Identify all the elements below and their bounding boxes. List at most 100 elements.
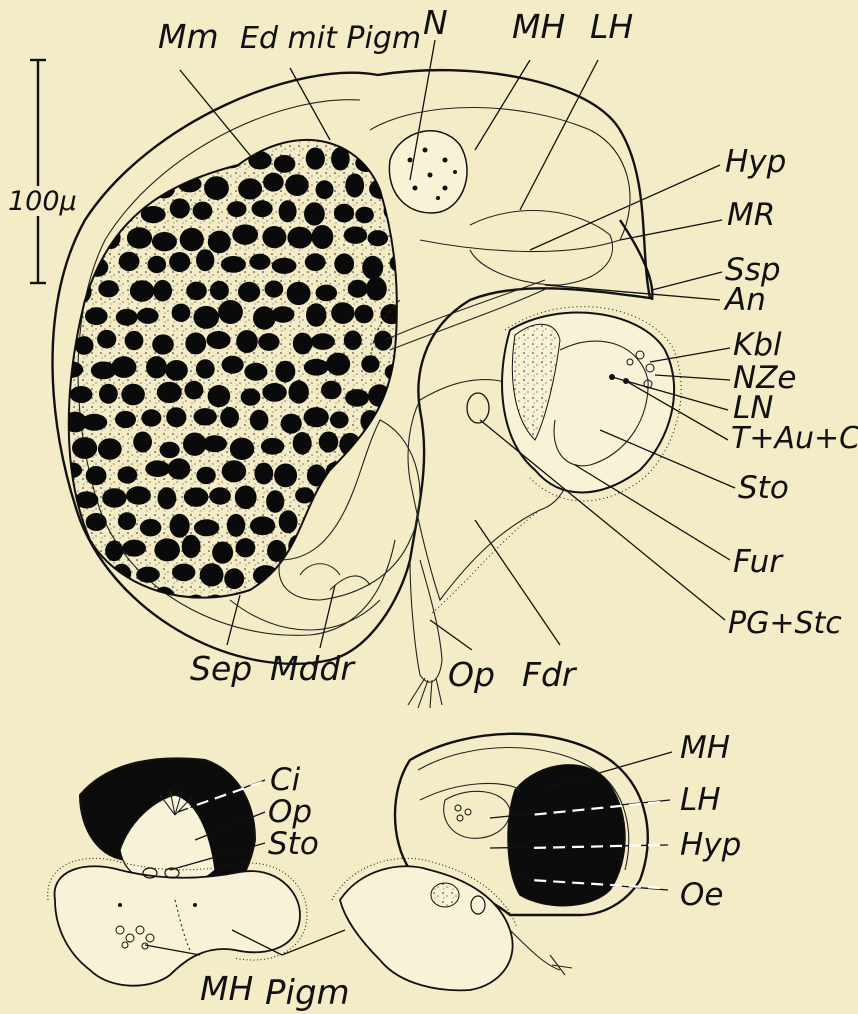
- pigment-globule: [148, 256, 167, 273]
- pigment-globule: [249, 254, 270, 270]
- label-Hyp: Hyp: [725, 144, 786, 180]
- pigment-globule: [326, 461, 349, 480]
- pigment-globule: [70, 386, 93, 403]
- label-LH: LH: [590, 7, 633, 46]
- pigment-globule: [304, 359, 329, 376]
- pigment-globule: [330, 411, 349, 428]
- label-left-Ci: Ci: [270, 762, 301, 798]
- pigment-globule: [182, 535, 201, 558]
- label-PG-Stc: PG+Stc: [728, 606, 842, 641]
- pigment-globule: [238, 282, 260, 302]
- pigment-globule: [258, 333, 279, 351]
- pigment-globule: [326, 353, 350, 376]
- label-left-Sto: Sto: [268, 826, 319, 862]
- pigment-globule: [168, 458, 191, 479]
- pigment-globule: [224, 568, 244, 589]
- pigment-globule: [89, 149, 108, 172]
- pigment-globule: [72, 437, 97, 459]
- pigment-globule: [160, 442, 180, 458]
- pigment-globule: [355, 207, 374, 224]
- pigment-globule: [279, 200, 297, 222]
- pigment-globule: [102, 226, 121, 249]
- pigment-globule: [232, 224, 258, 244]
- pigment-globule: [98, 280, 119, 297]
- pigment-globule: [374, 331, 392, 351]
- pigment-globule: [285, 594, 309, 614]
- pigment-globule: [208, 231, 231, 254]
- pigment-globule: [185, 332, 206, 354]
- pigment-globule: [81, 414, 107, 431]
- pigment-globule: [315, 541, 338, 564]
- left-velum-lobes: [55, 866, 300, 985]
- pigment-globule: [293, 333, 313, 355]
- pigment-globule: [220, 407, 239, 428]
- pigment-globule: [191, 145, 217, 169]
- pigment-globule: [141, 206, 166, 223]
- pigment-globule: [196, 359, 215, 379]
- pigment-globule: [339, 433, 360, 456]
- pigment-globule: [165, 360, 188, 381]
- pigment-globule: [154, 538, 180, 561]
- pigment-globule: [400, 283, 422, 299]
- pigment-globule: [212, 542, 233, 564]
- pigment-globule: [125, 331, 144, 350]
- pigment-globule: [99, 384, 118, 404]
- label-T-Au-CG: T+Au+CG: [731, 421, 858, 456]
- pigment-globule: [236, 330, 258, 353]
- scale-bar: [30, 60, 46, 283]
- label-N: N: [423, 3, 448, 42]
- pigment-globule: [282, 561, 300, 584]
- scale-bar-label: 100µ: [8, 186, 77, 217]
- pigment-globule: [272, 258, 297, 274]
- pigment-globule: [252, 200, 273, 217]
- label-Sto: Sto: [738, 470, 789, 506]
- pigment-globule: [307, 464, 326, 486]
- pigment-globule: [96, 593, 118, 613]
- pigment-globule: [253, 565, 279, 586]
- pigment-globule: [227, 514, 245, 537]
- label-right-LH: LH: [680, 782, 721, 818]
- pigment-globule: [170, 147, 192, 167]
- pigment-globule: [200, 563, 224, 586]
- pigment-globule: [172, 304, 191, 322]
- pigment-globule: [166, 407, 186, 427]
- label-Mm: Mm: [158, 17, 219, 56]
- pigment-globule: [366, 277, 387, 301]
- pigment-globule: [140, 519, 162, 536]
- pigment-globule: [316, 285, 338, 302]
- pigment-globule: [250, 516, 275, 535]
- pigment-globule: [316, 180, 334, 199]
- pigment-globule: [385, 364, 403, 380]
- pigment-globule: [169, 252, 190, 272]
- pigment-globule: [369, 437, 393, 456]
- pigment-globule: [227, 201, 246, 217]
- pigment-globule: [180, 228, 204, 251]
- pigment-globule: [261, 438, 284, 455]
- label-right-Oe: Oe: [680, 877, 723, 913]
- pigment-globule: [334, 253, 354, 274]
- pigment-globule: [115, 411, 136, 428]
- right-labels: MH LH Hyp Oe: [680, 730, 741, 913]
- pigment-globule: [355, 154, 377, 172]
- pigment-globule: [141, 409, 161, 426]
- label-ed-mit-pigm: Ed mit Pigm: [240, 21, 421, 56]
- pigment-globule: [236, 538, 256, 557]
- pigment-globule: [127, 227, 152, 248]
- pigment-globule: [345, 542, 369, 564]
- pigment-globule: [222, 460, 246, 482]
- pigment-globule: [170, 514, 190, 538]
- pigment-globule: [348, 280, 368, 298]
- pigment-globule: [362, 256, 383, 280]
- pigment-globule: [132, 175, 154, 195]
- pigment-globule: [118, 466, 138, 483]
- pigment-globule: [368, 230, 389, 246]
- pigment-globule: [121, 384, 145, 406]
- pigment-globule: [285, 174, 308, 196]
- operculum: [410, 560, 442, 682]
- pigment-globule: [222, 356, 244, 374]
- pigment-globule: [302, 514, 322, 533]
- pigment-globule: [287, 282, 311, 305]
- pigment-globule: [279, 510, 298, 533]
